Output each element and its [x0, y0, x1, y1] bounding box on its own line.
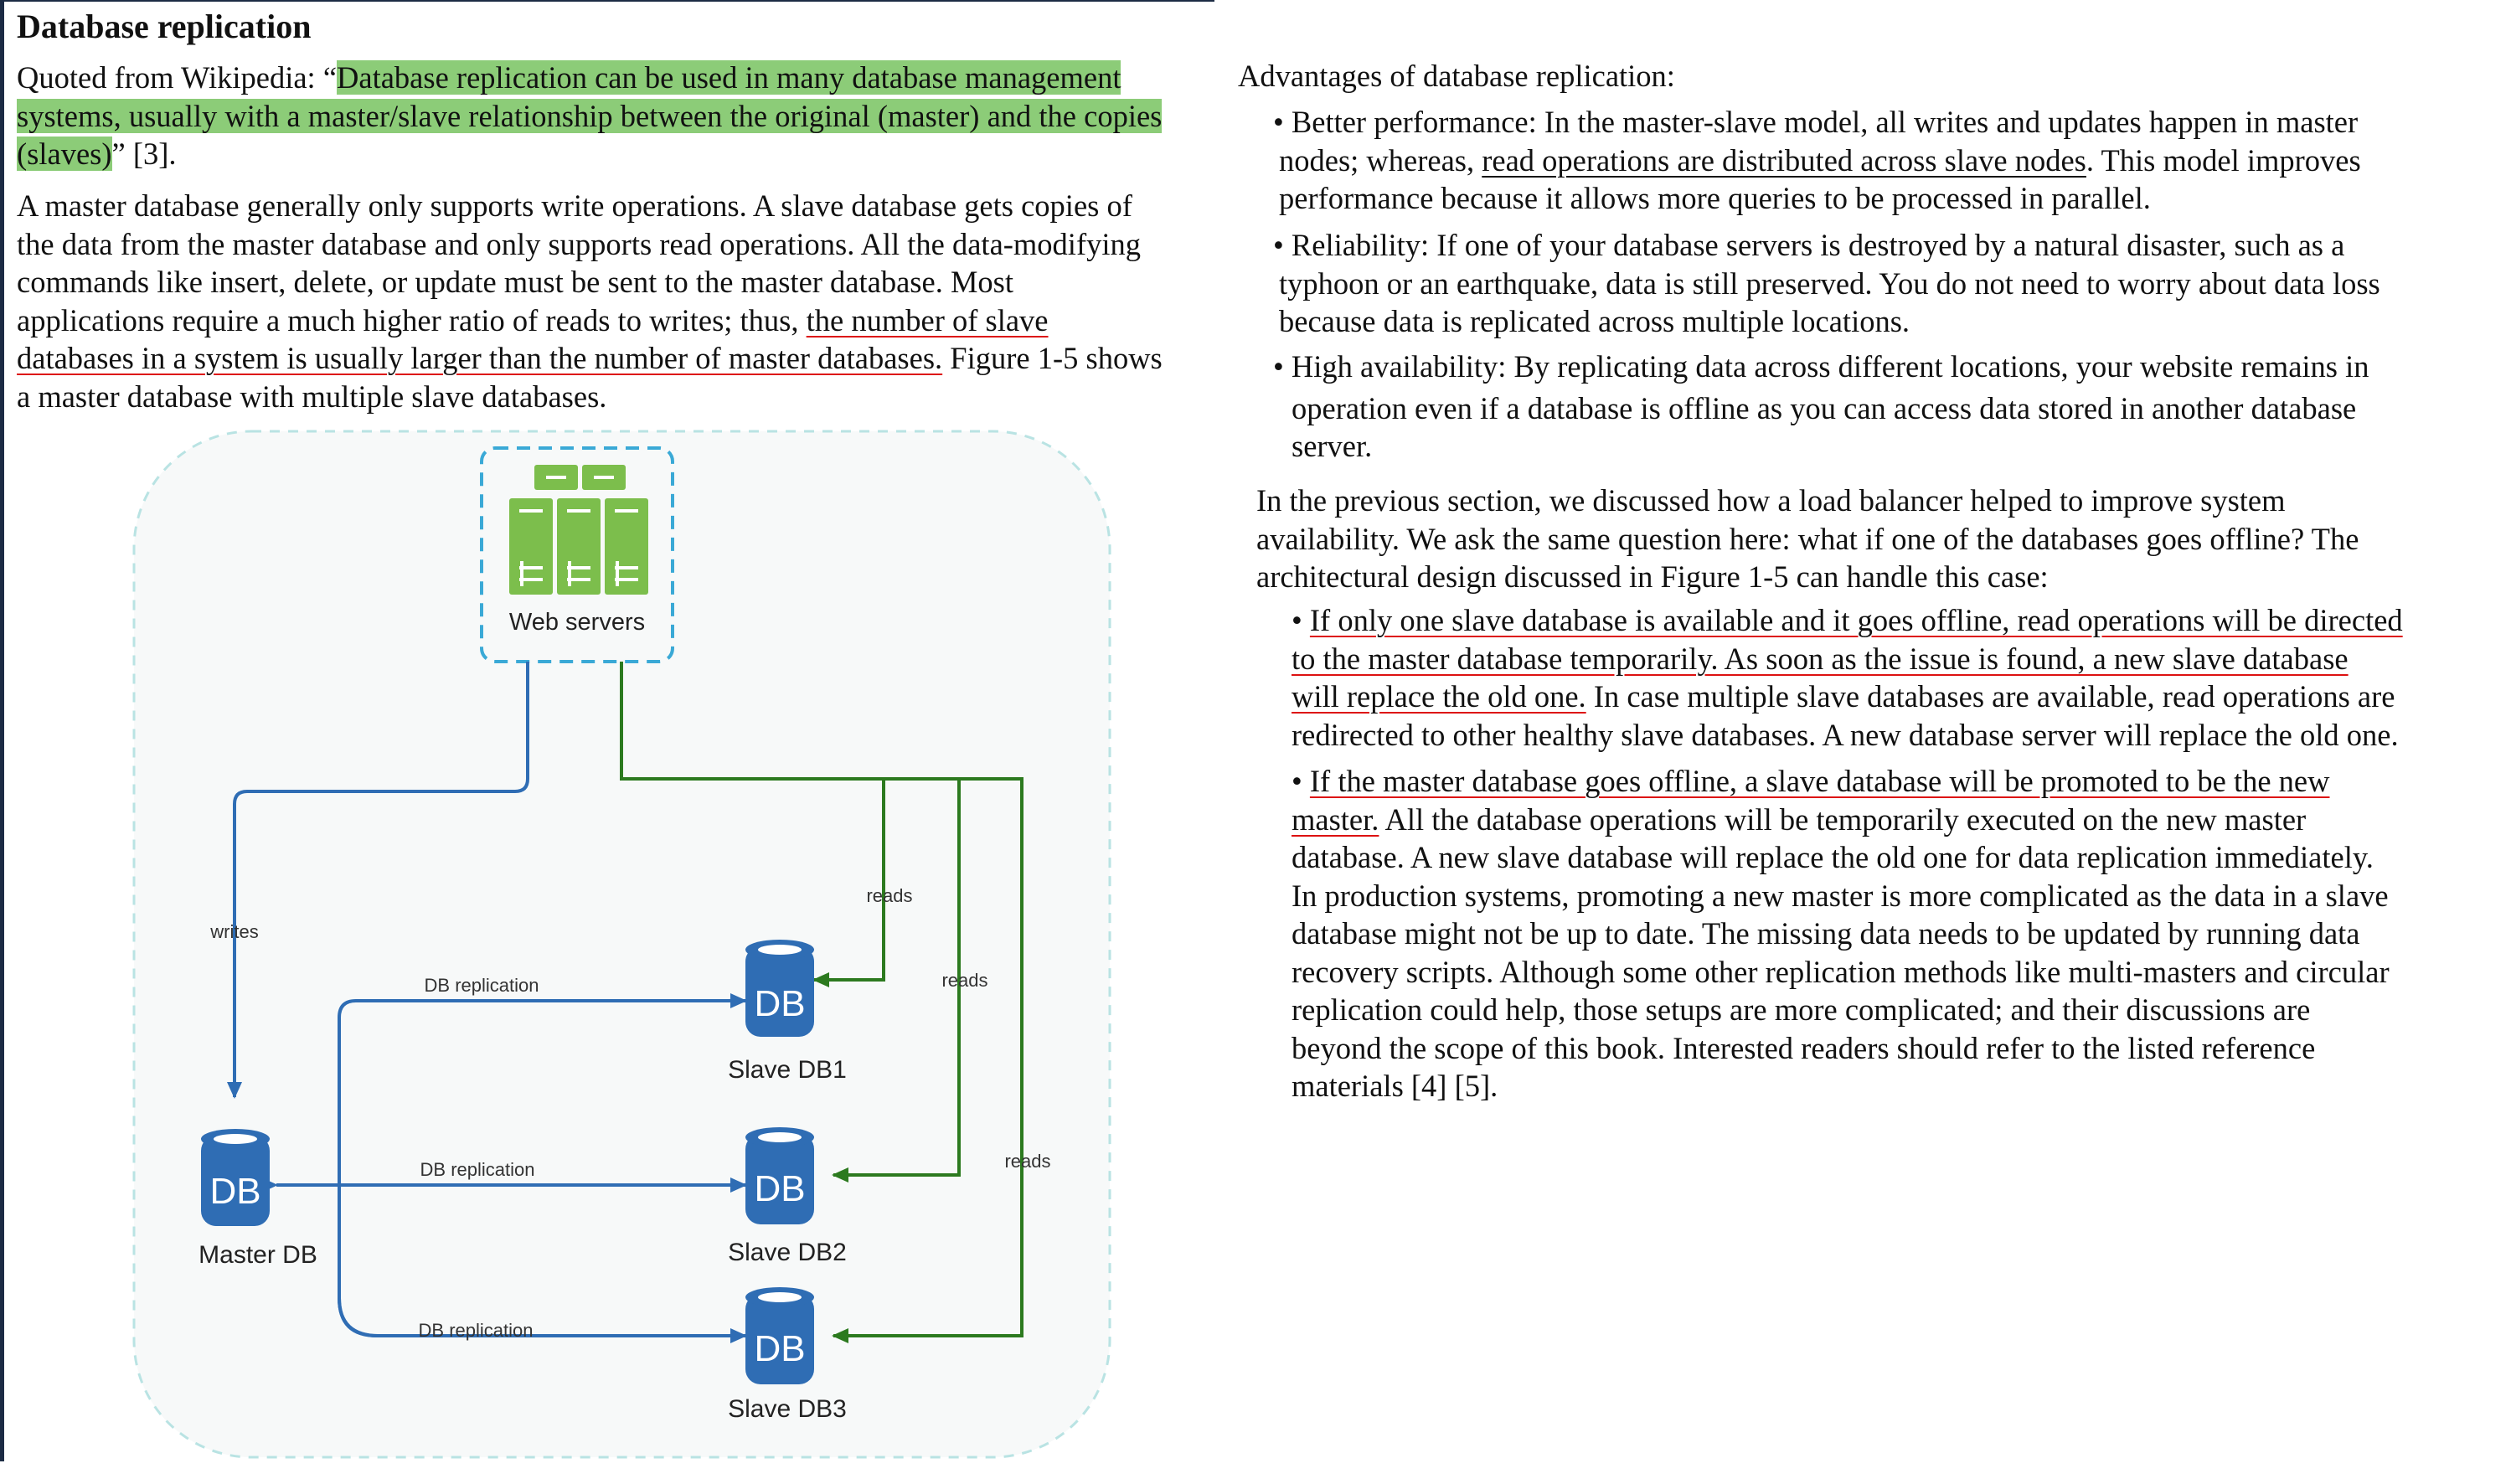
db-glyph: DB: [754, 1328, 805, 1369]
text-line: redirected to other healthy slave databa…: [1292, 717, 2399, 752]
replication-label-1: DB replication: [425, 975, 539, 996]
text-span: In case multiple slave databases are ava…: [1585, 679, 2395, 714]
bullet-master-offline: • If the master database goes offline, a…: [1292, 762, 2390, 1105]
text-span: applications require a much higher ratio…: [17, 302, 807, 338]
web-servers-label: Web servers: [509, 609, 645, 636]
bullet-mark: •: [1292, 603, 1310, 637]
bullet-slave-offline: • If only one slave database is availabl…: [1292, 601, 2403, 754]
underlined-text: will replace the old one.: [1292, 679, 1586, 714]
quote-highlight-2: systems, usually with a master/slave rel…: [17, 98, 1163, 133]
web-servers-icon: [509, 465, 648, 595]
reads-path-main: [620, 662, 1023, 1343]
bullet-high-availability: • High availability: By replicating data…: [1273, 348, 2369, 466]
db-glyph: DB: [754, 1168, 805, 1209]
text-line: materials [4] [5].: [1292, 1069, 1498, 1103]
reads-arrow-slave1: [812, 779, 885, 987]
text-line: architectural design discussed in Figure…: [1256, 559, 2049, 594]
slave-db2-label: Slave DB2: [728, 1239, 847, 1266]
advantages-title: Advantages of database replication:: [1238, 59, 1675, 93]
master-slave-paragraph: A master database generally only support…: [17, 187, 1163, 415]
db-glyph: DB: [209, 1171, 260, 1212]
underlined-text: the number of slave: [806, 302, 1049, 338]
text-line: operation even if a database is offline …: [1292, 390, 2357, 425]
reads-label-3: reads: [1004, 1151, 1050, 1172]
slave-db1-icon: DB: [745, 940, 814, 1037]
text-line: typhoon or an earthquake, data is still …: [1279, 265, 2380, 301]
underlined-text: If only one slave database is available …: [1309, 603, 2403, 637]
db-glyph: DB: [754, 983, 805, 1024]
text-line: replication could help, those setups are…: [1292, 992, 2311, 1027]
quote-highlight-1: Database replication can be used in many…: [337, 60, 1121, 95]
text-line: database might not be up to date. The mi…: [1292, 916, 2360, 951]
writes-arrow: [227, 662, 529, 1099]
text-line: availability. We ask the same question h…: [1256, 521, 2359, 556]
text-span: . This model improves: [2086, 142, 2361, 178]
replication-label-3: DB replication: [419, 1320, 534, 1341]
master-db-icon: DB: [201, 1129, 270, 1226]
slave-db3-icon: DB: [745, 1287, 814, 1384]
bullet-reliability: • Reliability: If one of your database s…: [1273, 226, 2380, 341]
underlined-text: databases in a system is usually larger …: [17, 341, 943, 375]
underlined-text: If the master database goes offline, a s…: [1309, 764, 2330, 798]
text-line: server.: [1292, 429, 1373, 463]
intro-prefix: Quoted from Wikipedia: “: [17, 60, 338, 95]
text-line: In the previous section, we discussed ho…: [1256, 483, 2286, 518]
text-line: the data from the master database and on…: [17, 226, 1141, 261]
underlined-text: to the master database temporarily. As s…: [1292, 641, 2349, 676]
text-line: • High availability: By replicating data…: [1273, 349, 2369, 384]
offline-paragraph: In the previous section, we discussed ho…: [1256, 482, 2359, 596]
text-line: commands like insert, delete, or update …: [17, 265, 1013, 299]
bullet-mark: •: [1292, 764, 1310, 798]
replication-label-2: DB replication: [420, 1159, 535, 1180]
underlined-text: read operations are distributed across s…: [1482, 142, 2086, 178]
text-line: because data is replicated across multip…: [1279, 304, 1910, 338]
text-line: In production systems, promoting a new m…: [1292, 878, 2389, 913]
text-line: recovery scripts. Although some other re…: [1292, 954, 2390, 989]
text-line: a master database with multiple slave da…: [17, 379, 607, 414]
reads-label-2: reads: [941, 970, 987, 991]
citation: ” [3].: [111, 137, 177, 171]
text-line: A master database generally only support…: [17, 188, 1132, 223]
replication-to-slave3: [338, 1297, 747, 1343]
master-db-label: Master DB: [199, 1241, 317, 1269]
text-span: Figure 1-5 shows: [942, 341, 1163, 375]
slave-db2-icon: DB: [745, 1127, 814, 1224]
text-line: • Reliability: If one of your database s…: [1273, 228, 2345, 262]
bullet-performance: • Better performance: In the master-slav…: [1273, 103, 2361, 218]
text-span: All the database operations will be temp…: [1379, 801, 2307, 837]
slave-db1-label: Slave DB1: [728, 1056, 847, 1084]
text-line: beyond the scope of this book. Intereste…: [1292, 1030, 2316, 1065]
section-heading: Database replication: [17, 8, 312, 45]
text-line: performance because it allows more queri…: [1279, 181, 2151, 215]
writes-label: writes: [209, 921, 258, 942]
left-border: [0, 0, 4, 1461]
slave-db3-label: Slave DB3: [728, 1395, 847, 1423]
replication-diagram: Web servers writes reads reads reads DB …: [132, 430, 1111, 1459]
underlined-text: master.: [1292, 801, 1379, 837]
diagram-panel: [132, 430, 1111, 1459]
text-line: database. A new slave database will repl…: [1292, 840, 2374, 874]
text-span: nodes; whereas,: [1279, 142, 1482, 178]
reads-arrow-slave2: [832, 779, 961, 1183]
top-border: [4, 0, 1214, 2]
reads-label-1: reads: [866, 885, 912, 906]
text-line: • Better performance: In the master-slav…: [1273, 105, 2359, 139]
quote-highlight-3: (slaves): [17, 137, 112, 171]
intro-paragraph: Quoted from Wikipedia: “Database replica…: [17, 59, 1163, 173]
